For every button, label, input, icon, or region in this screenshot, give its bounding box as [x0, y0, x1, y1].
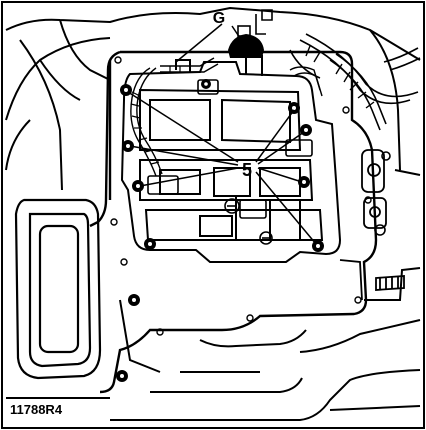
valve-body-bolts — [116, 79, 324, 382]
solenoid-connector — [228, 9, 273, 58]
label-5: 5 — [242, 160, 252, 180]
valve-body-wiring — [130, 57, 219, 177]
left-cover-plate — [14, 198, 102, 380]
bolt — [288, 102, 300, 114]
bolt — [128, 294, 140, 306]
bolt — [116, 370, 128, 382]
gasket-bolt-holes — [110, 56, 372, 336]
oil-pan-gasket-outline — [89, 50, 378, 394]
leader-lines-g — [175, 23, 245, 63]
lower-housing — [6, 267, 421, 421]
figure-reference-number: 11788R4 — [10, 402, 63, 417]
bolt — [122, 140, 134, 152]
bolt — [201, 79, 211, 89]
bolt — [144, 238, 156, 250]
bolt — [298, 176, 310, 188]
adjust-screws — [224, 151, 391, 245]
label-g: G — [213, 10, 225, 27]
transmission-housing — [5, 6, 421, 191]
leader-lines-5 — [127, 91, 317, 245]
bolt — [132, 180, 144, 192]
right-linkage — [339, 149, 405, 301]
valve-body-wiring-right — [289, 66, 323, 97]
